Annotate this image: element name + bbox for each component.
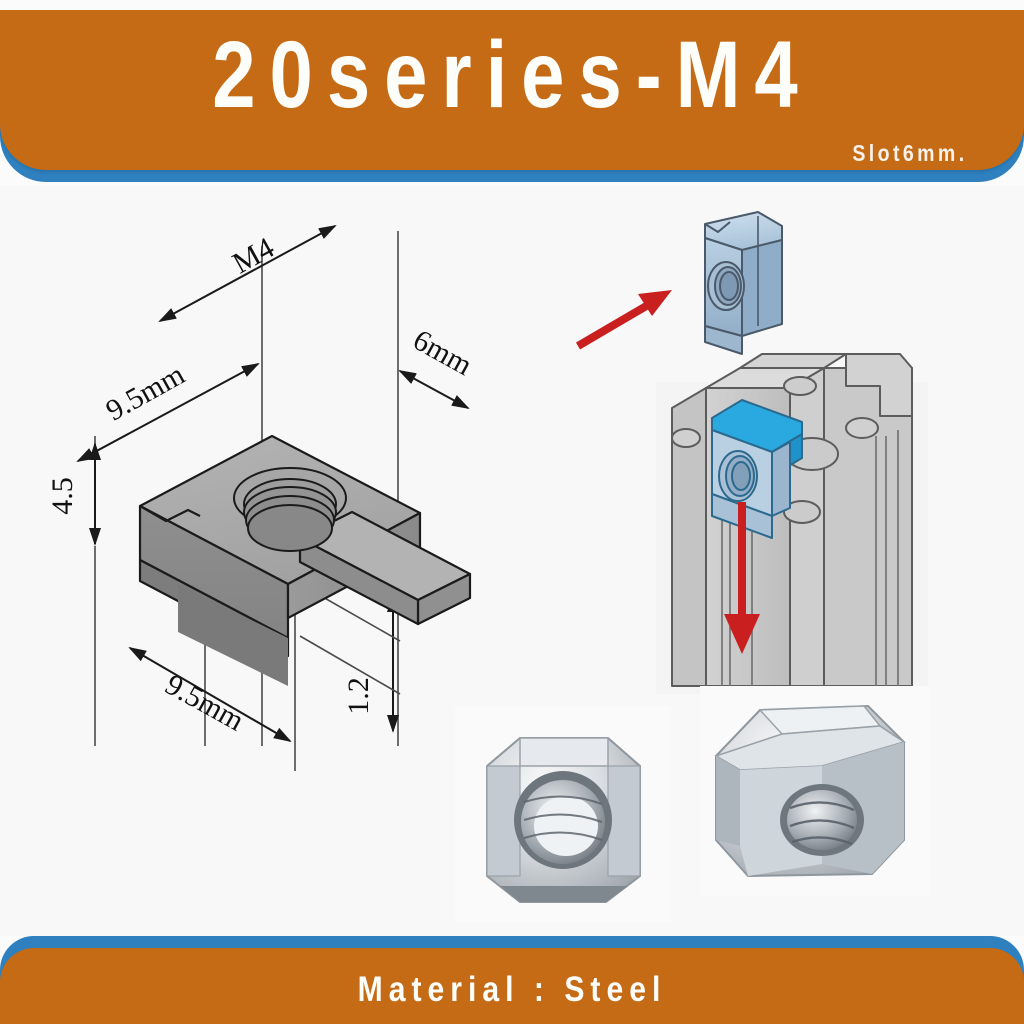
blue-nut-3d (704, 211, 783, 355)
dim-height: 4.5 (46, 442, 101, 546)
header-banner: 20series-M4 Slot6mm. (0, 0, 1024, 200)
thread-hole (233, 467, 347, 552)
product-photo-nut-angled-view (700, 686, 930, 896)
dim-label-height: 4.5 (46, 477, 79, 515)
dim-M4: M4 (158, 225, 337, 322)
illustration-canvas: M4 9.5mm 6mm 4.5 (46, 211, 930, 922)
dim-length-top: 9.5mm (76, 358, 260, 462)
footer-banner: Material : Steel (0, 924, 1024, 1024)
dim-label-width-top: 6mm (408, 323, 478, 382)
page-title: 20series-M4 (212, 22, 812, 128)
t-nut-isometric-model (138, 434, 472, 686)
content-panel: M4 9.5mm 6mm 4.5 (0, 186, 1024, 936)
dim-label-length-top: 9.5mm (101, 358, 191, 428)
red-arrow-up-right (575, 290, 672, 350)
footer-orange-panel (0, 948, 1024, 1024)
header-orange-panel (0, 10, 1024, 170)
dim-label-flange: 1.2 (342, 677, 375, 715)
red-arrow-down (724, 502, 760, 654)
material-label: Material : Steel (357, 970, 667, 1009)
header-subtitle: Slot6mm. (852, 140, 968, 166)
blue-nut-callout-group (575, 211, 783, 355)
dim-label-M4: M4 (227, 231, 279, 280)
extrusion-assembly-group (656, 353, 928, 694)
product-photo-nut-top-view (455, 706, 671, 922)
dim-width-top: 6mm (398, 323, 478, 409)
dimension-drawing-group: M4 9.5mm 6mm 4.5 (46, 225, 478, 771)
dim-flange: 1.2 (299, 583, 401, 733)
